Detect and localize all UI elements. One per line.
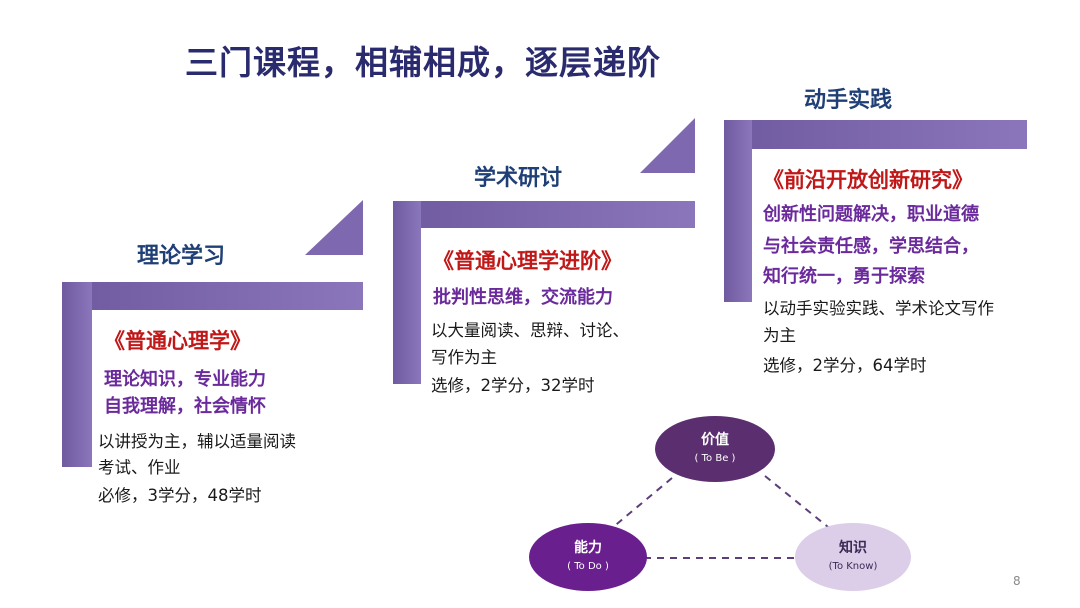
highlight-line: 理论知识，专业能力 bbox=[104, 369, 266, 390]
course-title-general-psychology: 《普通心理学》 bbox=[104, 329, 251, 353]
detail-line: 选修，2学分，32学时 bbox=[431, 376, 595, 395]
diagram-connector bbox=[611, 477, 673, 529]
step-arrow-1 bbox=[305, 200, 363, 259]
detail-line: 必修，3学分，48学时 bbox=[98, 486, 262, 505]
node-label: 价值 bbox=[701, 431, 729, 448]
stage-label-theory: 理论学习 bbox=[137, 244, 226, 269]
step-bar-practice bbox=[724, 120, 1027, 149]
detail-line: 以讲授为主，辅以适量阅读 bbox=[98, 432, 296, 451]
detail-line: 以大量阅读、思辩、讨论、 bbox=[431, 321, 629, 340]
page-number: 8 bbox=[1013, 574, 1021, 588]
detail-line: 写作为主 bbox=[431, 348, 497, 367]
step-post-practice bbox=[724, 120, 752, 302]
diagram-connector bbox=[764, 475, 829, 528]
node-value: 价值 ( To Be ) bbox=[655, 416, 775, 482]
step-arrow-2 bbox=[640, 118, 695, 177]
course-title-advanced-psychology: 《普通心理学进阶》 bbox=[433, 249, 622, 273]
step-bar-seminar bbox=[393, 201, 695, 228]
stage-label-seminar: 学术研讨 bbox=[474, 166, 563, 191]
node-ability: 能力 ( To Do ) bbox=[529, 523, 647, 591]
node-label: 知识 bbox=[839, 539, 867, 556]
highlight-line: 与社会责任感，学思结合， bbox=[763, 236, 979, 257]
course-title-frontier-research: 《前沿开放创新研究》 bbox=[763, 168, 973, 192]
step-bar-theory bbox=[62, 282, 363, 310]
highlight-line: 自我理解，社会情怀 bbox=[104, 396, 266, 417]
step-post-theory bbox=[62, 282, 92, 467]
page-title: 三门课程，相辅相成，逐层递阶 bbox=[185, 43, 661, 82]
detail-line: 为主 bbox=[763, 326, 796, 345]
highlight-line: 创新性问题解决，职业道德 bbox=[763, 204, 979, 225]
node-sublabel: ( To Do ) bbox=[567, 561, 609, 572]
node-knowledge: 知识 (To Know) bbox=[795, 523, 911, 591]
highlight-line: 批判性思维，交流能力 bbox=[433, 287, 613, 308]
detail-line: 考试、作业 bbox=[98, 458, 181, 477]
step-post-seminar bbox=[393, 201, 421, 384]
detail-line: 选修，2学分，64学时 bbox=[763, 356, 927, 375]
stage-label-practice: 动手实践 bbox=[804, 88, 893, 113]
node-sublabel: ( To Be ) bbox=[695, 453, 736, 464]
highlight-line: 知行统一，勇于探索 bbox=[763, 266, 925, 287]
detail-line: 以动手实验实践、学术论文写作 bbox=[763, 299, 994, 318]
node-label: 能力 bbox=[574, 539, 602, 556]
node-sublabel: (To Know) bbox=[829, 561, 878, 572]
